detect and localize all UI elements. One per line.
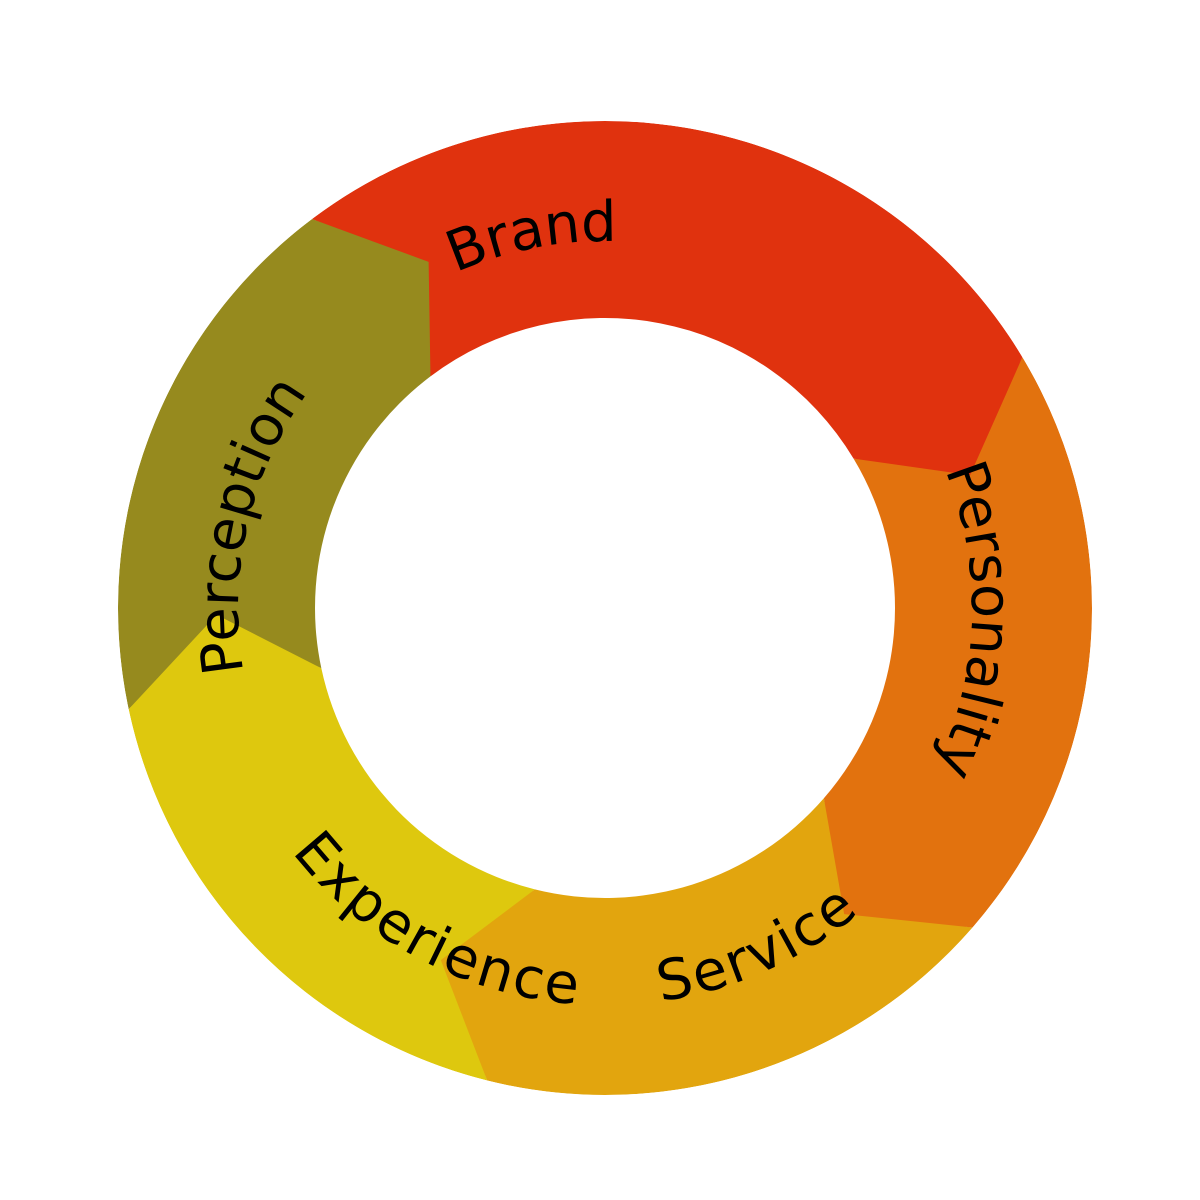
segment-experience [128, 614, 535, 1081]
segment-brand [311, 121, 1023, 476]
segment-perception [118, 219, 435, 710]
segments-layer [118, 121, 1092, 1095]
segment-personality [823, 357, 1092, 928]
